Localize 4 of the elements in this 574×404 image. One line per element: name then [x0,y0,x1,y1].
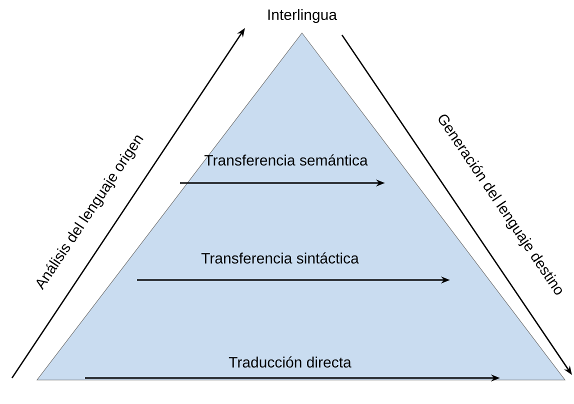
apex-label: Interlingua [268,9,338,23]
arrow-label: Transferencia semántica [204,154,368,166]
arrow-label: Transferencia sintáctica [201,252,359,264]
arrow-label: Traducción directa [228,356,352,368]
